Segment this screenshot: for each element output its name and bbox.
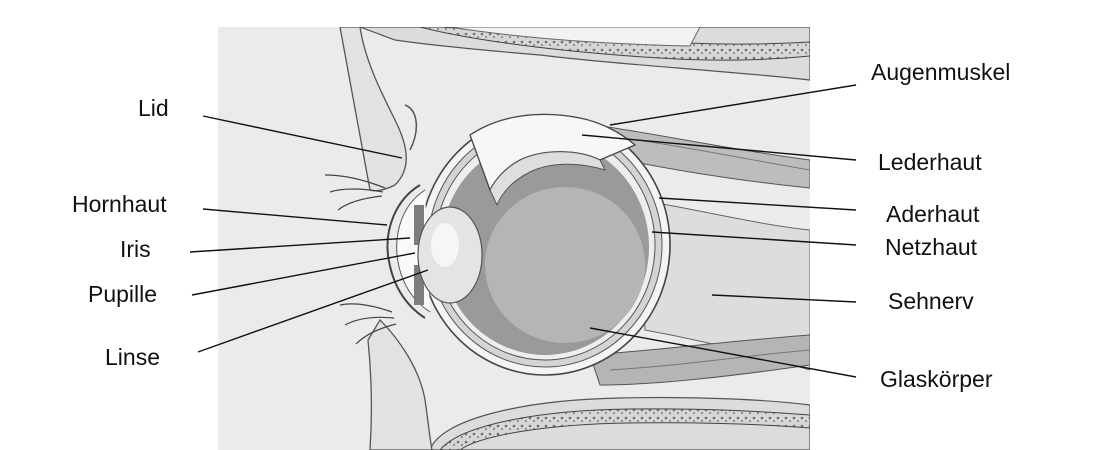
label-glaskoerper: Glaskörper [880, 368, 992, 391]
label-lederhaut: Lederhaut [878, 151, 982, 174]
label-augenmuskel: Augenmuskel [871, 61, 1010, 84]
label-iris: Iris [120, 238, 151, 261]
label-aderhaut: Aderhaut [886, 203, 979, 226]
label-sehnerv: Sehnerv [888, 290, 974, 313]
label-pupille: Pupille [88, 283, 157, 306]
label-netzhaut: Netzhaut [885, 236, 977, 259]
label-hornhaut: Hornhaut [72, 193, 167, 216]
label-linse: Linse [105, 346, 160, 369]
label-lid: Lid [138, 97, 169, 120]
